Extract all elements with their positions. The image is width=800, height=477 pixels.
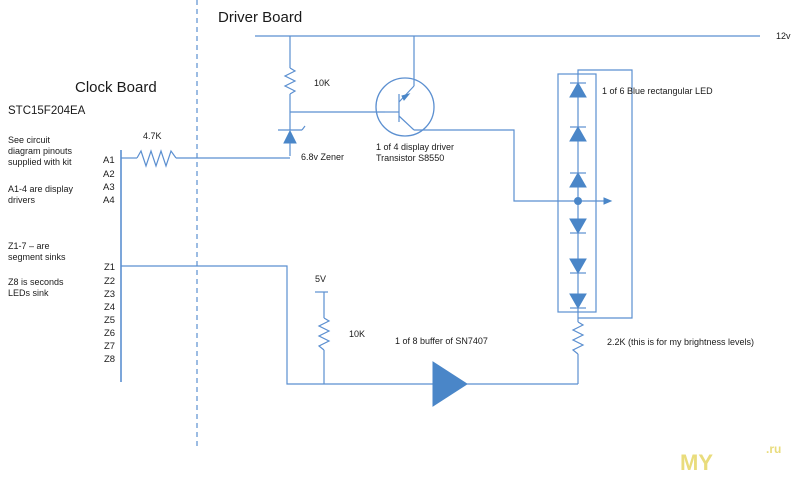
buffer-sn7407 xyxy=(432,361,468,407)
r-top-label: 10K xyxy=(314,78,330,88)
clock-board-title: Clock Board xyxy=(75,79,157,96)
led-junction-dot xyxy=(574,197,582,205)
pin-z3: Z3 xyxy=(104,289,115,300)
watermark-logo: MY xyxy=(680,450,713,475)
note-seconds-1: Z8 is seconds xyxy=(8,277,64,287)
pin-z7: Z7 xyxy=(104,341,115,352)
wire-z1-to-buffer xyxy=(121,265,433,385)
v5-label: 5V xyxy=(315,274,326,284)
pin-z2: Z2 xyxy=(104,276,115,287)
buffer-label: 1 of 8 buffer of SN7407 xyxy=(395,336,488,346)
note-seconds-2: LEDs sink xyxy=(8,288,49,298)
zener-label: 6.8v Zener xyxy=(301,152,344,162)
transistor-arrow xyxy=(401,93,411,101)
note-pinouts-2: diagram pinouts xyxy=(8,146,73,156)
pin-a2: A2 xyxy=(103,169,115,180)
zener-diode xyxy=(283,129,297,144)
led-label: 1 of 6 Blue rectangular LED xyxy=(602,86,713,96)
junction-arrow xyxy=(603,197,613,205)
chip-label: STC15F204EA xyxy=(8,105,86,117)
led-4 xyxy=(569,218,587,235)
transistor-collector xyxy=(398,115,415,131)
pin-z5: Z5 xyxy=(104,315,115,326)
note-drivers-2: drivers xyxy=(8,195,36,205)
note-pinouts-3: supplied with kit xyxy=(8,157,72,167)
resistor-10k-pullup xyxy=(317,317,331,351)
pin-z1: Z1 xyxy=(104,262,115,273)
pin-z8: Z8 xyxy=(104,354,115,365)
driver-board-title: Driver Board xyxy=(218,9,302,26)
pin-z6: Z6 xyxy=(104,328,115,339)
led-5 xyxy=(569,258,587,275)
led-1 xyxy=(569,81,587,98)
pin-a1: A1 xyxy=(103,155,115,166)
led-2 xyxy=(569,125,587,142)
r-pullup-label: 10K xyxy=(349,329,365,339)
led-6 xyxy=(569,293,587,310)
transistor-label-1: 1 of 4 display driver xyxy=(376,142,454,152)
transistor-emitter xyxy=(398,85,415,103)
pin-z4: Z4 xyxy=(104,302,115,313)
watermark-suffix: .ru xyxy=(766,442,781,456)
supply-label-12v: 12v xyxy=(776,31,791,41)
wire-collector-to-led xyxy=(414,129,578,202)
resistor-4-7k xyxy=(136,149,177,168)
note-drivers-1: A1-4 are display xyxy=(8,184,74,194)
transistor-label-2: Transistor S8550 xyxy=(376,153,444,163)
zener-bar-tail xyxy=(301,125,306,131)
note-sinks-2: segment sinks xyxy=(8,252,66,262)
led-3 xyxy=(569,171,587,188)
pin-a3: A3 xyxy=(103,182,115,193)
r-bottom-label: 2.2K (this is for my brightness levels) xyxy=(607,337,754,347)
resistor-2-2k xyxy=(571,321,585,355)
transistor-s8550 xyxy=(375,77,435,137)
pin-a4: A4 xyxy=(103,195,115,206)
resistor-10k-top xyxy=(283,67,297,95)
led-package xyxy=(557,73,597,313)
note-sinks-1: Z1-7 – are xyxy=(8,241,50,251)
wire-led-feedback xyxy=(577,69,633,319)
note-pinouts-1: See circuit xyxy=(8,135,51,145)
r-a1-label: 4.7K xyxy=(143,131,162,141)
